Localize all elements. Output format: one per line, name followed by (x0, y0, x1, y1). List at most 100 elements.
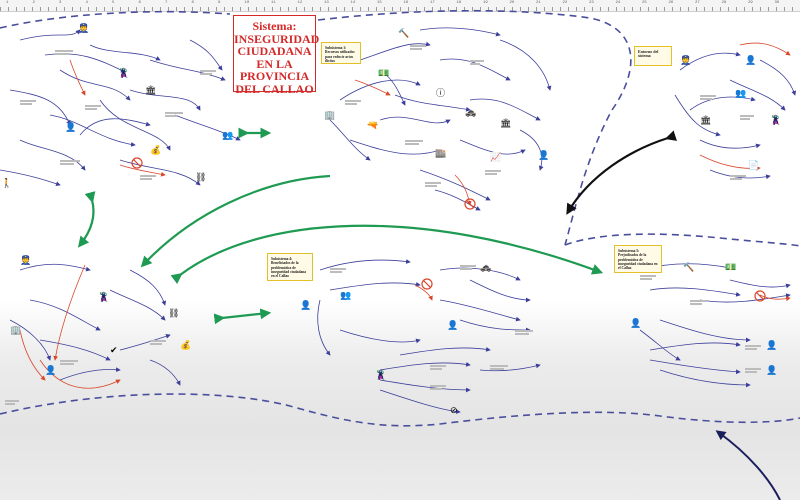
person-icon: 👥 (735, 88, 747, 98)
ruler-tick: 18 (456, 1, 462, 5)
thief-icon: 🦹 (118, 68, 130, 78)
title-line-2: INSEGURIDAD (234, 31, 320, 46)
person-icon: 👤 (766, 365, 778, 375)
ruler-tick: 12 (297, 1, 303, 5)
connectors-subsystem-3-red (19, 264, 121, 389)
person-icon: 👥 (222, 130, 234, 140)
connectors-subsystem-4-red (414, 284, 433, 301)
system-boundary (0, 9, 800, 427)
car-icon: 🚓 (480, 262, 492, 272)
ruler-tick: 16 (403, 1, 409, 5)
note-subsistema-4: Subsistema 4: Beneficiados de la problem… (267, 253, 313, 281)
person-icon: 🚶 (1, 178, 13, 188)
bridge-arrows-green (77, 127, 604, 325)
building-icon: 🏛 (500, 118, 512, 128)
police-icon: 👮 (20, 255, 32, 265)
ruler-tick: 11 (271, 1, 276, 5)
bridge-arrow-black (566, 130, 677, 215)
handcuffs-icon: ⛓ (168, 308, 180, 318)
car-icon: 🚓 (465, 107, 477, 117)
title-line-6: DEL CALLAO (235, 81, 314, 96)
ruler-tick: 13 (324, 1, 329, 5)
ruler-tick: 5 (112, 1, 115, 5)
ruler-tick: 6 (138, 1, 141, 5)
thief-icon: 🦹 (98, 292, 110, 302)
person-icon: ✔ (110, 345, 118, 355)
person-icon: 👤 (65, 122, 77, 132)
money-icon: 💰 (150, 145, 162, 155)
bridge-arrow-navy (715, 430, 781, 500)
person-icon: 👤 (538, 150, 550, 160)
ruler-tick: 21 (536, 1, 541, 5)
person-icon: 👤 (630, 318, 642, 328)
ruler-tick: 9 (218, 1, 221, 5)
building-icon: 🏢 (324, 110, 336, 120)
note-entorno: Entorno del sistema (634, 46, 672, 66)
money-icon: 💵 (378, 68, 390, 78)
connectors-entorno-red (699, 42, 791, 171)
note-subsistema-5: Subsistema 5: Perjudicados de la problem… (614, 245, 662, 273)
ruler-tick: 28 (721, 1, 727, 5)
ruler-tick: 10 (244, 1, 250, 5)
money-icon: 💰 (180, 340, 192, 350)
chart-icon: 📈 (490, 152, 502, 162)
person-icon: 👤 (300, 300, 312, 310)
thief-icon: 🦹 (770, 115, 782, 125)
person-icon: 👥 (340, 290, 352, 300)
ruler-tick: 2 (32, 1, 35, 5)
connectors-subsystem-4 (317, 259, 541, 414)
title-line-5: PROVINCIA (239, 69, 310, 83)
police-icon: 👮 (680, 55, 692, 65)
node-labels (5, 45, 761, 405)
connectors-entorno (674, 51, 797, 180)
connectors-subsystem-2-red (69, 59, 166, 177)
ruler-tick: 15 (377, 1, 382, 5)
connectors-subsystem-2 (0, 29, 241, 187)
title-line-4: EN LA (256, 56, 293, 71)
ruler-tick: 19 (483, 1, 488, 5)
connectors-subsystem-1-red (354, 79, 472, 206)
judge-gavel-icon: 🔨 (683, 262, 695, 272)
ruler-tick: 27 (695, 1, 700, 5)
money-icon: 💵 (725, 262, 737, 272)
ruler-tick: 17 (430, 1, 435, 5)
building-icon: 🏛 (700, 115, 712, 125)
handcuffs-icon: ⛓ (195, 172, 207, 182)
person-icon: 👤 (766, 340, 778, 350)
ruler-tick: 8 (191, 1, 194, 5)
judge-gavel-icon: 🔨 (398, 28, 410, 38)
ruler-tick: 22 (562, 1, 568, 5)
ruler-tick: 24 (615, 1, 621, 5)
ruler-tick: 23 (589, 1, 594, 5)
connectors-subsystem-5 (639, 263, 791, 388)
document-icon: 📄 (748, 160, 760, 170)
prohibited-icon: ⊘ (450, 405, 458, 415)
ruler-tick: 20 (509, 1, 515, 5)
ruler-tick: 3 (59, 1, 62, 5)
prohibited-icon (131, 157, 766, 302)
ruler-tick: 29 (748, 1, 753, 5)
connectors-subsystem-1 (329, 27, 552, 211)
ruler-tick: 30 (774, 1, 780, 5)
ruler-tick: 4 (85, 1, 88, 5)
thief-icon: 🦹 (375, 370, 387, 380)
note-subsistema-1: Subsistema 1: Recursos utilizados para r… (321, 42, 361, 64)
police-icon: 👮 (78, 23, 90, 33)
document-icon: ⓘ (436, 88, 446, 98)
ruler-tick: 14 (350, 1, 356, 5)
title-line-3: CIUDADANA (237, 44, 312, 58)
ruler-tick: 25 (642, 1, 647, 5)
connectors-subsystem-5-red (759, 294, 791, 302)
ruler-tick: 1 (6, 1, 9, 5)
title-line-1: Sistema: (252, 19, 297, 33)
system-title-box: Sistema: INSEGURIDAD CIUDADANA EN LA PRO… (233, 15, 320, 95)
person-icon: 👤 (45, 365, 57, 375)
person-icon: 👤 (745, 55, 757, 65)
ruler-tick: 26 (668, 1, 674, 5)
connectors-subsystem-3 (9, 263, 181, 386)
building-icon: 🏛 (145, 85, 157, 95)
person-icon: 👤 (447, 320, 459, 330)
